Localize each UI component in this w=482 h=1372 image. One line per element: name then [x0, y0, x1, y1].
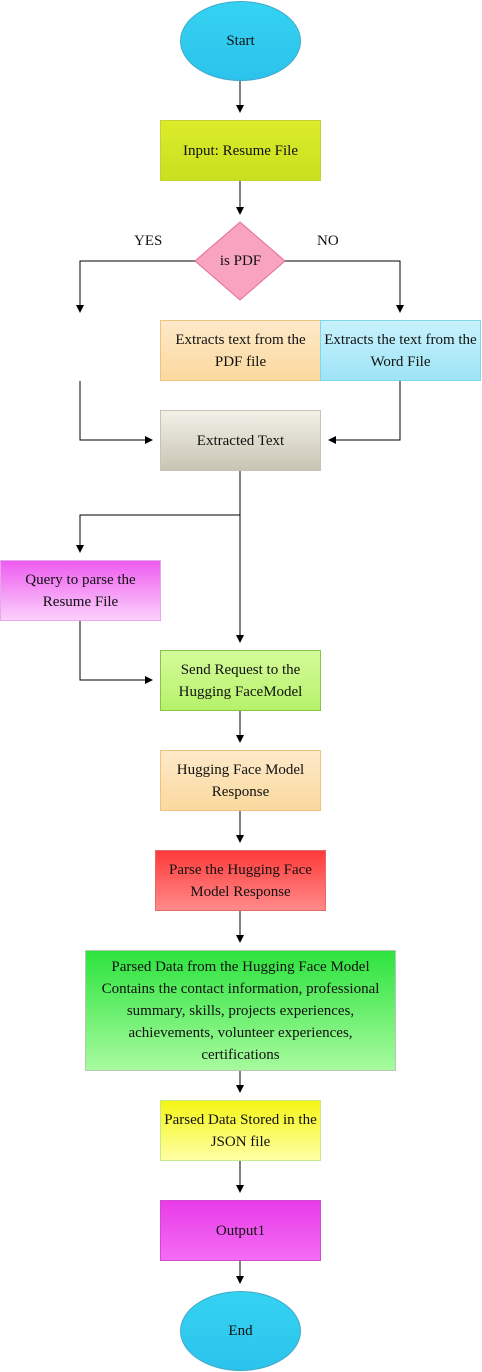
edge-word-extracted	[328, 381, 401, 444]
extract-pdf-label: Extracts text from the PDF file	[175, 331, 306, 370]
query-node: Query to parse the Resume File	[0, 560, 161, 621]
input-label: Input: Resume File	[183, 142, 298, 159]
extracted-text-label: Extracted Text	[196, 432, 285, 449]
model-response-node: Hugging Face Model Response	[160, 750, 321, 811]
extract-word-label: Extracts the text from the Word File	[324, 331, 477, 370]
send-request-node: Send Request to the Hugging FaceModel	[160, 650, 321, 711]
output-node: Output1	[160, 1200, 321, 1261]
extracted-text-node: Extracted Text	[160, 410, 321, 471]
end-label: End	[228, 1323, 253, 1339]
start-node: Start	[180, 1, 301, 81]
parsed-data-label: Parsed Data from the Hugging Face Model …	[101, 958, 380, 1063]
start-label: Start	[226, 33, 255, 49]
stored-json-label: Parsed Data Stored in the JSON file	[164, 1111, 317, 1150]
output-label: Output1	[215, 1222, 266, 1239]
parsed-data-node: Parsed Data from the Hugging Face Model …	[85, 950, 396, 1071]
decision-label: is PDF	[219, 252, 262, 269]
model-response-label: Hugging Face Model Response	[176, 761, 305, 800]
end-node: End	[180, 1291, 301, 1371]
input-node: Input: Resume File	[160, 120, 321, 181]
yes-label: YES	[134, 233, 163, 249]
send-request-label: Send Request to the Hugging FaceModel	[178, 661, 303, 700]
decision-diamond	[194, 221, 286, 301]
edge-no-word	[285, 260, 404, 313]
extract-pdf-node: Extracts text from the PDF file	[160, 320, 321, 381]
query-label: Query to parse the Resume File	[25, 571, 136, 610]
edge-query-send	[79, 621, 153, 684]
parse-response-node: Parse the Hugging Face Model Response	[155, 850, 326, 911]
edge-pdf-extracted	[79, 381, 153, 444]
parse-response-label: Parse the Hugging Face Model Response	[169, 861, 312, 900]
stored-json-node: Parsed Data Stored in the JSON file	[160, 1100, 321, 1161]
edge-extracted-query	[76, 514, 240, 553]
edge-yes-pdf	[76, 260, 195, 313]
no-label: NO	[317, 233, 339, 249]
extract-word-node: Extracts the text from the Word File	[320, 320, 481, 381]
